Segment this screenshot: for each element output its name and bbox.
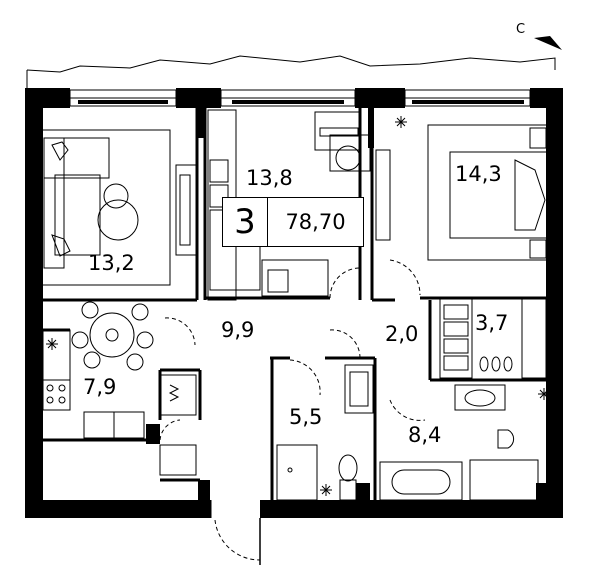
room-count: 3 xyxy=(223,198,268,246)
area-kitchen: 7,9 xyxy=(83,375,117,399)
outer-walls xyxy=(25,88,563,518)
area-bath1: 5,5 xyxy=(289,405,323,429)
living-furniture xyxy=(39,129,197,286)
kitchen-units xyxy=(42,329,197,476)
total-area: 78,70 xyxy=(285,210,346,234)
apartment-badge: 3 78,70 xyxy=(222,197,364,247)
door-swings xyxy=(159,259,426,561)
area-corridor: 2,0 xyxy=(385,322,419,346)
site-boundary xyxy=(26,55,556,73)
wall-pillars xyxy=(146,108,546,500)
area-hall: 9,9 xyxy=(221,318,255,342)
area-bedroom1: 13,8 xyxy=(246,166,293,190)
plant-icons xyxy=(46,116,550,496)
area-bedroom2: 14,3 xyxy=(455,162,502,186)
area-bath2: 8,4 xyxy=(408,423,442,447)
bath1-fixtures xyxy=(276,364,374,501)
bath2-fixtures xyxy=(379,384,539,501)
windows xyxy=(69,89,531,107)
bedroom1-furniture xyxy=(207,109,371,301)
wardrobe-shelves xyxy=(439,297,547,379)
dining-set xyxy=(71,301,154,371)
compass-letter: С xyxy=(516,22,526,37)
area-wardrobe: 3,7 xyxy=(475,311,509,335)
window-radiators xyxy=(78,100,524,104)
area-living: 13,2 xyxy=(88,251,135,275)
bedroom2-furniture xyxy=(375,124,549,261)
north-arrow-icon xyxy=(534,36,562,50)
